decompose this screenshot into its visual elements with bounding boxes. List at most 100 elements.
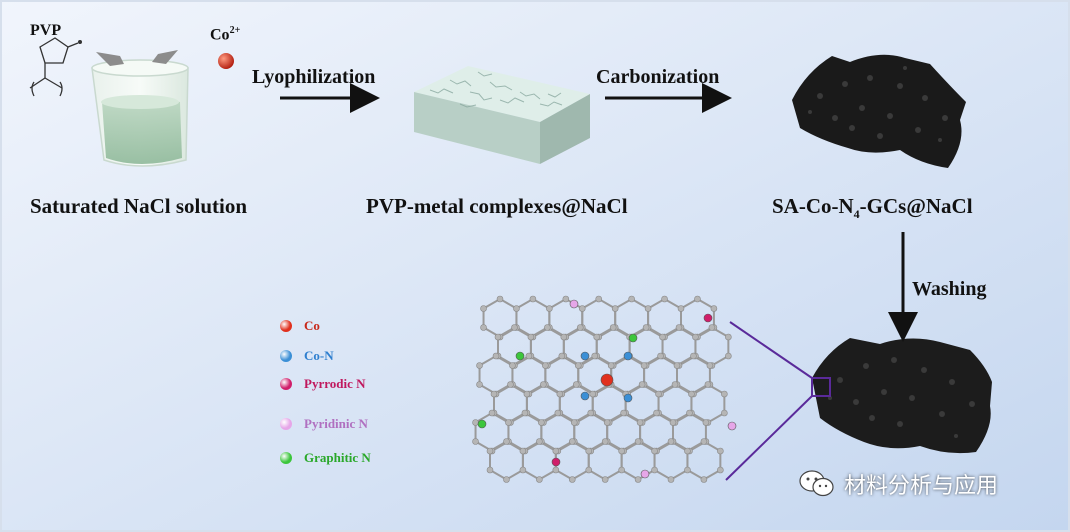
carbon-atom (536, 438, 543, 445)
legend-dot-icon (280, 418, 292, 430)
carbon-atom (509, 362, 516, 369)
dopant-atom (569, 299, 579, 309)
wechat-icon (799, 470, 834, 497)
pour-arrows (96, 50, 178, 66)
carbon-atom (721, 409, 728, 417)
carbon-atom (578, 305, 586, 312)
carbon-atom (490, 390, 498, 398)
dopant-atom (703, 313, 713, 323)
carbon-atom (572, 381, 580, 388)
dopant-atom (477, 419, 487, 429)
pvp-complex-slab-icon (414, 66, 590, 164)
carbon-atom (556, 390, 564, 398)
carbon-atom (492, 352, 500, 360)
co-ion-icon (218, 53, 234, 69)
carbon-atom (640, 362, 648, 369)
carbon-atom (667, 476, 675, 483)
carbon-atom (690, 352, 697, 360)
carbon-atom (642, 324, 650, 331)
carbon-atom (513, 305, 520, 312)
carbon-atom (706, 362, 714, 369)
legend-label: Co (304, 318, 320, 333)
carbon-atom (476, 362, 483, 369)
carbon-atom (552, 466, 560, 474)
carbon-atom (570, 419, 578, 426)
carbon-atom (486, 466, 494, 474)
carbon-atom (603, 419, 611, 426)
legend-item: Pyridinic N (280, 416, 368, 432)
sa-co-n4-subscript: 4 (853, 207, 860, 222)
carbon-atom (488, 409, 496, 417)
carbon-atom (684, 447, 691, 455)
carbon-atom (568, 476, 576, 483)
carbon-atom (618, 447, 625, 455)
carbon-atom (476, 381, 483, 388)
carbon-atom (611, 305, 619, 312)
carbon-atom (686, 409, 693, 417)
carbon-atom (601, 438, 609, 445)
carbon-atom (503, 476, 510, 483)
carbon-atom (472, 438, 479, 445)
zoom-line-top (729, 321, 813, 379)
carbon-atom (655, 390, 662, 398)
carbon-atom (527, 333, 535, 341)
carbon-atom (519, 447, 527, 455)
carbon-atom (651, 447, 658, 455)
carbon-atom (725, 333, 732, 341)
pvp-structure-icon (29, 37, 82, 97)
zoom-box (811, 377, 831, 397)
carbon-atom (725, 352, 732, 360)
carbon-atom (702, 419, 710, 426)
carbon-atom (591, 352, 599, 360)
beaker-icon (91, 59, 189, 167)
legend-item: Pyrrodic N (280, 376, 366, 392)
washed-sheet-icon (811, 338, 992, 454)
legend-dot-icon (280, 452, 292, 464)
watermark-text: 材料分析与应用 (844, 474, 999, 499)
carbon-atom (684, 466, 691, 474)
carbon-atom (644, 305, 652, 312)
carbon-atom (657, 352, 664, 360)
carbon-atom (542, 362, 549, 369)
dopant-atom (551, 457, 561, 467)
carbon-atom (653, 409, 660, 417)
sa-gcs-sheet-icon (792, 54, 966, 168)
carbon-atom (519, 466, 527, 474)
carbon-atom (636, 419, 644, 426)
carbon-atom (574, 362, 582, 369)
carbon-atom (669, 419, 677, 426)
dopant-atom (580, 351, 590, 361)
dopant-atom (580, 391, 590, 401)
carbon-atom (618, 466, 625, 474)
dopant-atom (600, 373, 614, 387)
dopant-atom (515, 351, 525, 361)
carbon-atom (546, 305, 553, 312)
carbon-atom (651, 466, 658, 474)
carbon-atom (523, 390, 531, 398)
dopant-atom (623, 351, 633, 361)
carbon-atom (659, 333, 666, 341)
legend-label: Pyrrodic N (304, 376, 366, 391)
graphene-lattice (472, 295, 737, 483)
carbon-atom (634, 438, 642, 445)
sa-co-n4-prefix: SA-Co-N (772, 194, 854, 218)
carbon-atom (529, 295, 537, 303)
carbon-atom (671, 381, 679, 388)
carbon-atom (694, 295, 701, 303)
carbon-atom (494, 333, 502, 341)
carbon-atom (593, 333, 601, 341)
carbon-atom (601, 476, 609, 483)
saturated-nacl-label: Saturated NaCl solution (30, 194, 248, 218)
legend-label: Co-N (304, 348, 334, 363)
carbon-atom (675, 324, 683, 331)
sa-co-n4-label: SA-Co-N4-GCs@NaCl (772, 194, 973, 222)
carbon-atom (562, 295, 570, 303)
carbon-atom (620, 409, 627, 417)
carbon-atom (634, 476, 642, 483)
carbon-atom (540, 381, 547, 388)
legend-dot-icon (280, 350, 292, 362)
carbon-atom (700, 476, 708, 483)
carbon-atom (595, 295, 603, 303)
